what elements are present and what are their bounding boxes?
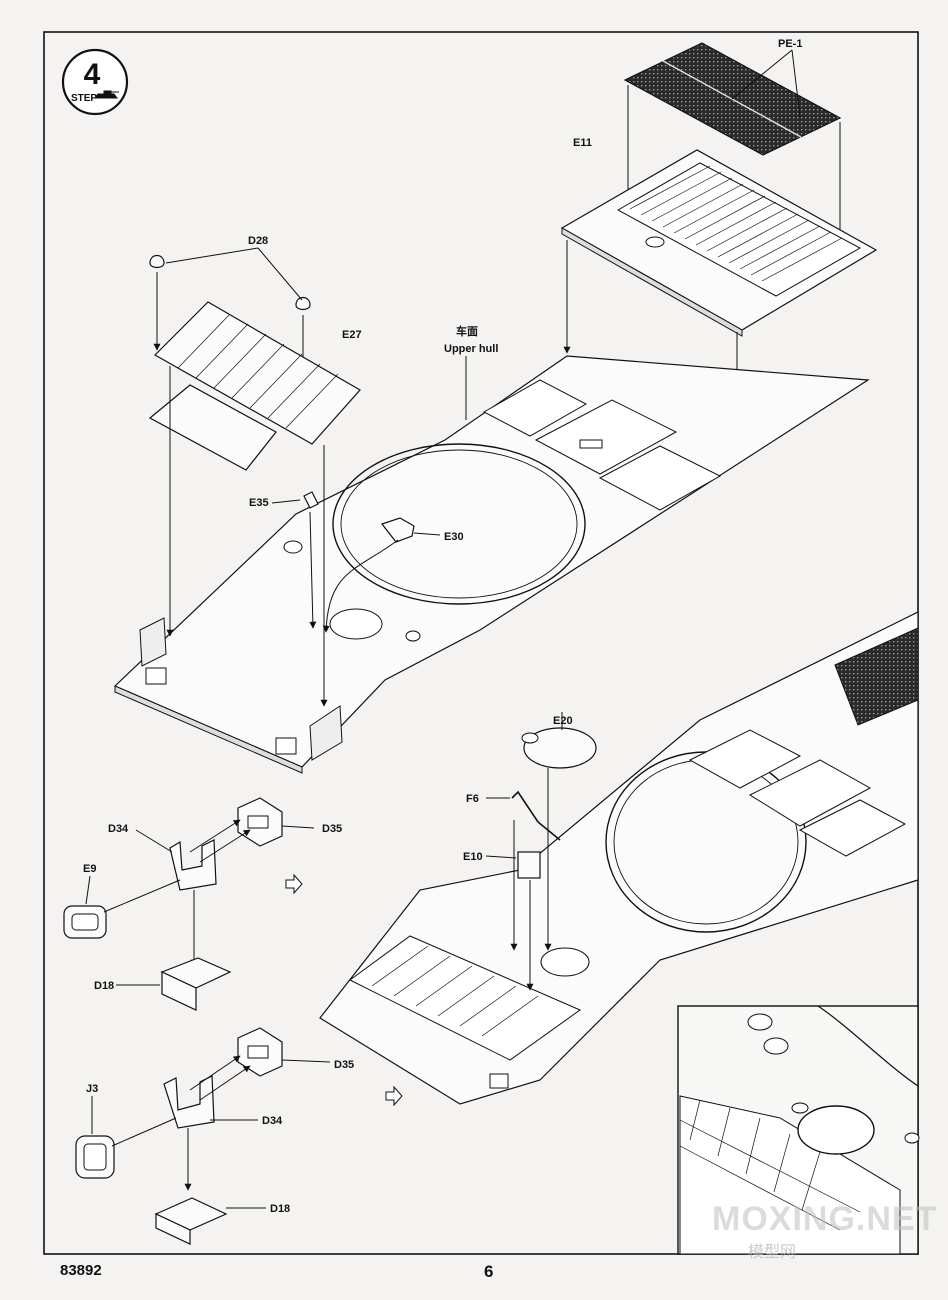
process-arrow-2: [385, 1085, 403, 1107]
d34-part-a: [169, 839, 217, 891]
watermark: MOXING.NET: [712, 1200, 938, 1238]
label-d18-b: D18: [270, 1203, 290, 1215]
label-e20: E20: [553, 715, 573, 727]
label-upper-hull-en: Upper hull: [444, 343, 498, 355]
j3-part: [75, 1135, 115, 1179]
label-d18-a: D18: [94, 980, 114, 992]
label-e10: E10: [463, 851, 483, 863]
e20-hatch: [521, 727, 597, 769]
label-pe1: PE-1: [778, 38, 802, 50]
e11-engine-deck: [560, 149, 878, 337]
e27-glacis-plate: [148, 301, 361, 471]
label-j3: J3: [86, 1083, 98, 1095]
label-d35-b: D35: [334, 1059, 354, 1071]
step-word: STEP: [71, 93, 97, 104]
label-e11: E11: [573, 137, 592, 149]
upper-hull: [113, 355, 870, 774]
hull-detail-view: [319, 611, 919, 1105]
d28-handles: [149, 254, 311, 311]
e30-part: [381, 517, 415, 543]
inset-detail: [677, 1005, 920, 1255]
page-number: 6: [484, 1262, 494, 1281]
label-d34-b: D34: [262, 1115, 283, 1127]
d35-part-b: [237, 1027, 283, 1077]
watermark-sub: 模型网: [747, 1244, 796, 1261]
e10-block: [517, 851, 541, 879]
label-d28: D28: [248, 235, 268, 247]
e9-part: [63, 905, 107, 939]
d18-part-b: [154, 1197, 228, 1245]
d34-part-b: [163, 1075, 215, 1129]
d18-part-a: [160, 957, 232, 1011]
label-d35-a: D35: [322, 823, 342, 835]
process-arrow-1: [285, 873, 303, 895]
d35-part-a: [237, 797, 283, 847]
label-upper-hull-cn: 车面: [456, 324, 478, 338]
step-number: 4: [84, 58, 101, 91]
label-e35: E35: [249, 497, 269, 509]
kit-code: 83892: [60, 1262, 102, 1279]
step-badge: 4 STEP: [61, 48, 129, 116]
tank-icon: [94, 90, 119, 99]
f6-rod: [511, 790, 561, 841]
e35-hook: [303, 491, 319, 509]
label-e27: E27: [342, 329, 362, 341]
label-d34-a: D34: [108, 823, 129, 835]
label-e30: E30: [444, 531, 464, 543]
label-f6: F6: [466, 793, 479, 805]
label-e9: E9: [83, 863, 96, 875]
